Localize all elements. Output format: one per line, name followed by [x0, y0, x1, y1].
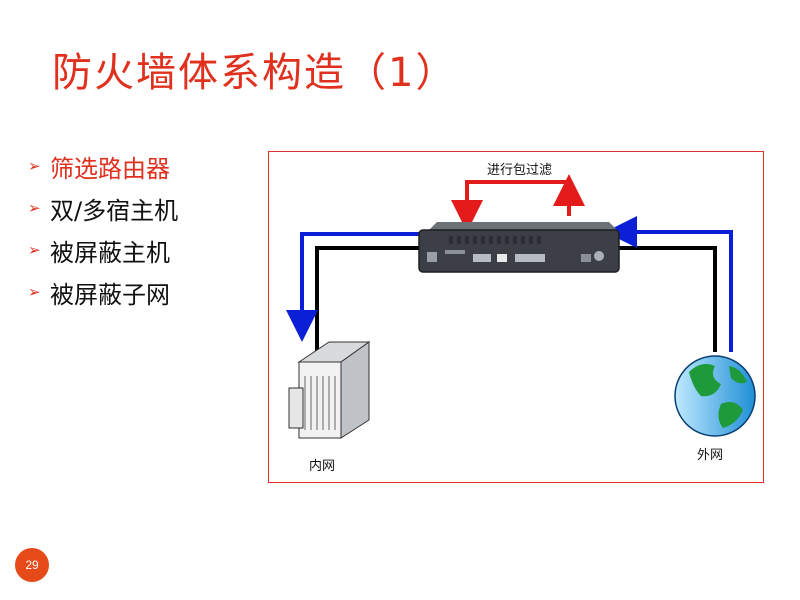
bullet-list: ➢ 筛选路由器 ➢ 双/多宿主机 ➢ 被屏蔽主机 ➢ 被屏蔽子网	[28, 145, 178, 313]
left-cable	[315, 246, 419, 354]
bullet-text: 被屏蔽子网	[50, 280, 170, 309]
bullet-item: ➢ 筛选路由器	[28, 145, 178, 187]
bullet-arrow-icon: ➢	[28, 199, 41, 217]
page-number-badge: 29	[15, 548, 49, 582]
bullet-arrow-icon: ➢	[28, 283, 41, 301]
bullet-arrow-icon: ➢	[28, 241, 41, 259]
slide-title: 防火墙体系构造（1）	[52, 50, 458, 96]
bullet-item: ➢ 双/多宿主机	[28, 187, 178, 229]
globe-icon	[674, 355, 756, 437]
blue-arrow-left	[286, 232, 421, 342]
network-diagram: 进行包过滤 内网 外网	[268, 151, 764, 483]
red-arrow-down	[451, 180, 571, 232]
internet-label: 外网	[697, 448, 723, 463]
bullet-text: 筛选路由器	[50, 154, 170, 183]
router-device-icon	[418, 222, 620, 273]
diagram-canvas: 进行包过滤 内网 外网	[286, 163, 756, 474]
right-cable	[613, 246, 717, 352]
bullet-text: 双/多宿主机	[50, 196, 179, 225]
server-building-icon	[288, 341, 371, 439]
blue-arrow-right	[605, 216, 733, 352]
bullet-item: ➢ 被屏蔽子网	[28, 271, 178, 313]
bullet-arrow-icon: ➢	[28, 157, 41, 175]
filter-label: 进行包过滤	[487, 163, 552, 178]
bullet-text: 被屏蔽主机	[50, 238, 170, 267]
intranet-label: 内网	[309, 458, 335, 474]
bullet-item: ➢ 被屏蔽主机	[28, 229, 178, 271]
